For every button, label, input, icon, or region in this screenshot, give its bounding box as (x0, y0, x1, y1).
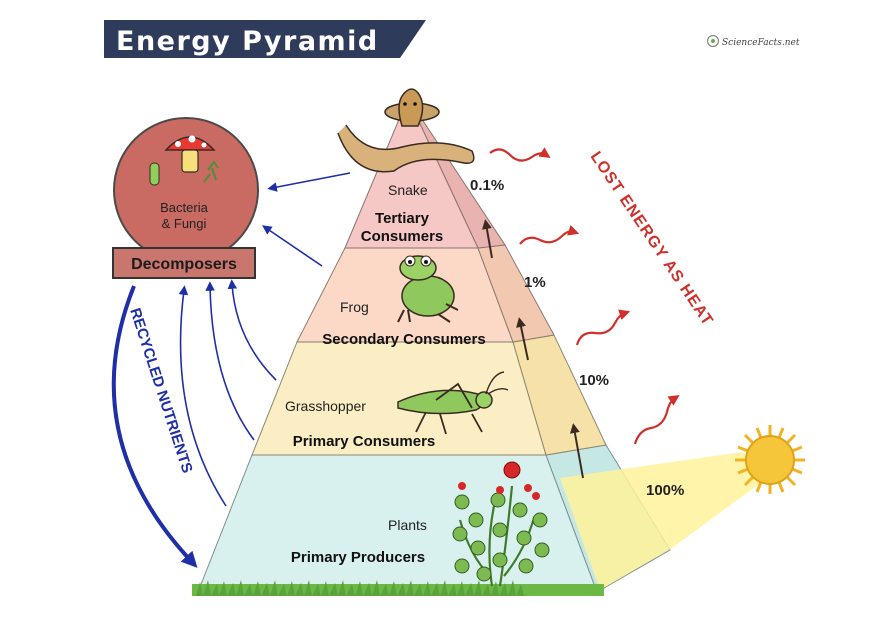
recycled-nutrients-label: RECYCLED NUTRIENTS (126, 306, 195, 475)
plants-label: Plants (388, 517, 427, 533)
energy-secondary: 1% (524, 274, 546, 291)
snake-label: Snake (388, 182, 428, 198)
page-title: Energy Pyramid (116, 26, 379, 57)
decomposers-label: Decomposers (131, 256, 237, 273)
brand-logo-icon (708, 36, 719, 47)
tertiary-line2: Consumers (361, 228, 444, 245)
energy-tertiary: 0.1% (470, 177, 504, 194)
secondary-role: Secondary Consumers (322, 331, 485, 348)
lost-energy-label: LOST ENERGY AS HEAT (587, 149, 716, 330)
to-decomposers-arrow (266, 228, 322, 266)
grasshopper-label: Grasshopper (285, 398, 366, 414)
energy-producers: 100% (646, 482, 684, 499)
producers-role: Primary Producers (291, 549, 425, 566)
frog-label: Frog (340, 299, 369, 315)
to-decomposers-arrow (232, 284, 276, 380)
bacteria-label: Bacteria (160, 200, 208, 215)
energy-primary: 10% (579, 372, 609, 389)
to-decomposers-arrow (181, 290, 226, 506)
heat-arrow (577, 313, 625, 345)
primary-consumers-role: Primary Consumers (293, 433, 436, 450)
brand-text: ScienceFacts.net (722, 38, 800, 48)
sun-icon (735, 425, 805, 494)
to-decomposers-arrow (210, 286, 254, 440)
to-decomposers-arrow (272, 173, 350, 188)
fungi-label: & Fungi (162, 216, 207, 231)
heat-arrow (490, 149, 546, 160)
tertiary-line1: Tertiary (375, 210, 430, 227)
heat-arrow (520, 232, 574, 245)
heat-arrow (635, 398, 675, 444)
